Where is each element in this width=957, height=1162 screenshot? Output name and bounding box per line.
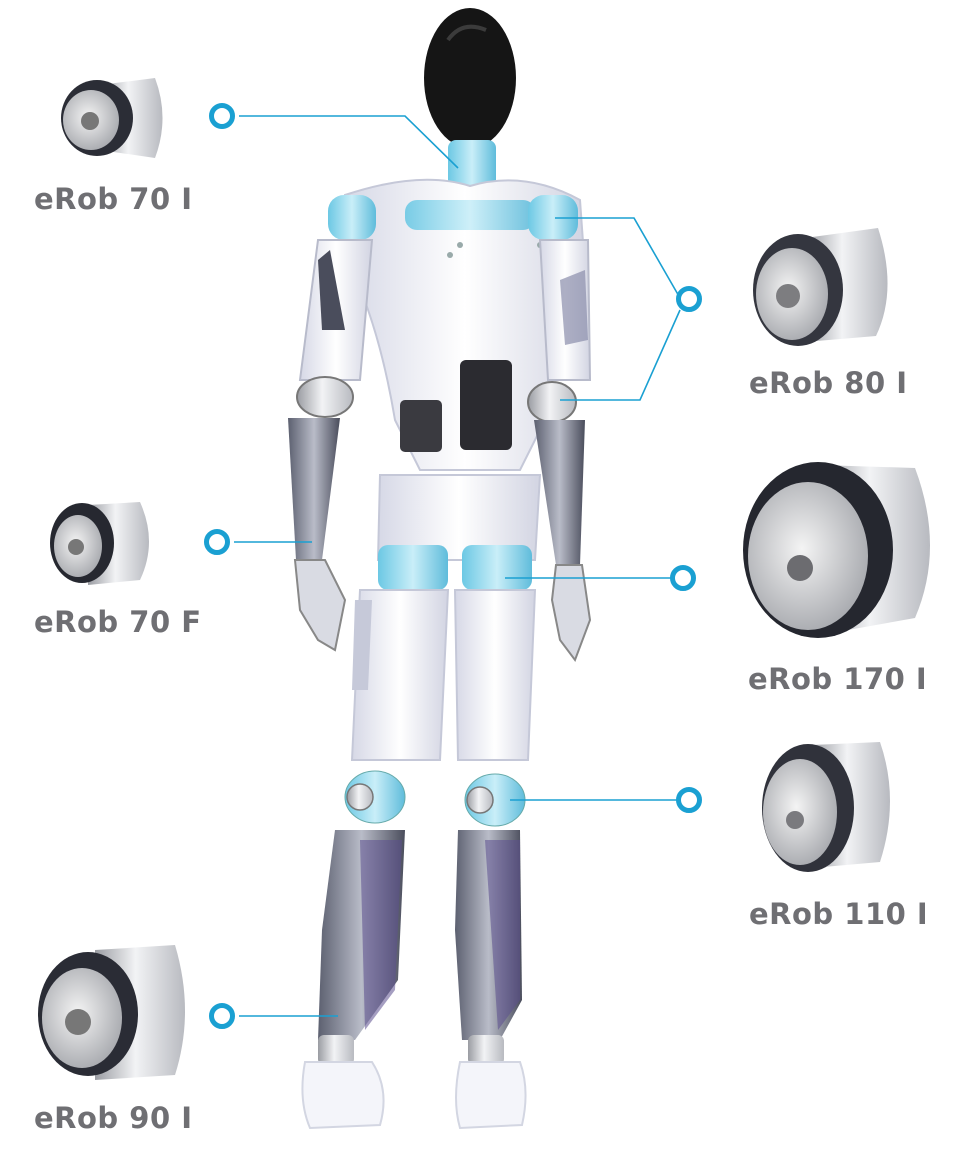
robot-left-forearm xyxy=(288,418,340,560)
callout-marker-erob-90-i xyxy=(209,1003,235,1029)
robot-neck xyxy=(448,140,496,192)
robot-head xyxy=(424,8,516,148)
robot-left-shoulder xyxy=(328,195,376,240)
product-image-erob-90-i xyxy=(38,945,185,1080)
callout-line-erob-80-i-upper xyxy=(555,217,681,299)
robot-left-foot xyxy=(301,1061,385,1130)
robot-right-foot xyxy=(455,1061,527,1130)
robot-right-forearm xyxy=(534,420,585,565)
label-erob-110-i: eRob 110 I xyxy=(749,897,929,931)
robot-pelvis xyxy=(376,474,542,561)
label-erob-170-i: eRob 170 I xyxy=(748,662,928,696)
label-erob-70-f: eRob 70 F xyxy=(34,605,202,639)
robot-right-shoulder xyxy=(528,195,578,240)
callout-line-erob-80-i-lower xyxy=(560,309,681,401)
label-erob-90-i: eRob 90 I xyxy=(34,1101,193,1135)
product-image-erob-110-i xyxy=(762,742,890,872)
robot-right-hand xyxy=(550,564,592,663)
product-image-erob-80-i xyxy=(753,228,888,346)
label-erob-70-i: eRob 70 I xyxy=(34,182,193,216)
robot-left-elbow xyxy=(296,376,354,418)
callout-line-erob-70-i xyxy=(239,115,459,169)
callout-marker-erob-80-i xyxy=(676,286,702,312)
robot-left-hand xyxy=(293,559,347,652)
product-image-erob-70-f xyxy=(50,502,149,585)
humanoid-robot xyxy=(288,8,592,1130)
robot-left-thigh xyxy=(350,589,450,761)
callout-marker-erob-70-f xyxy=(204,529,230,555)
callout-marker-erob-70-i xyxy=(209,103,235,129)
product-image-erob-170-i xyxy=(743,462,930,638)
product-image-erob-70-i xyxy=(61,78,163,158)
label-erob-80-i: eRob 80 I xyxy=(749,366,908,400)
callout-marker-erob-170-i xyxy=(670,565,696,591)
callout-marker-erob-110-i xyxy=(676,787,702,813)
robot-right-thigh xyxy=(453,589,537,761)
callout-lines xyxy=(234,115,681,1017)
robot-right-elbow xyxy=(527,381,577,423)
